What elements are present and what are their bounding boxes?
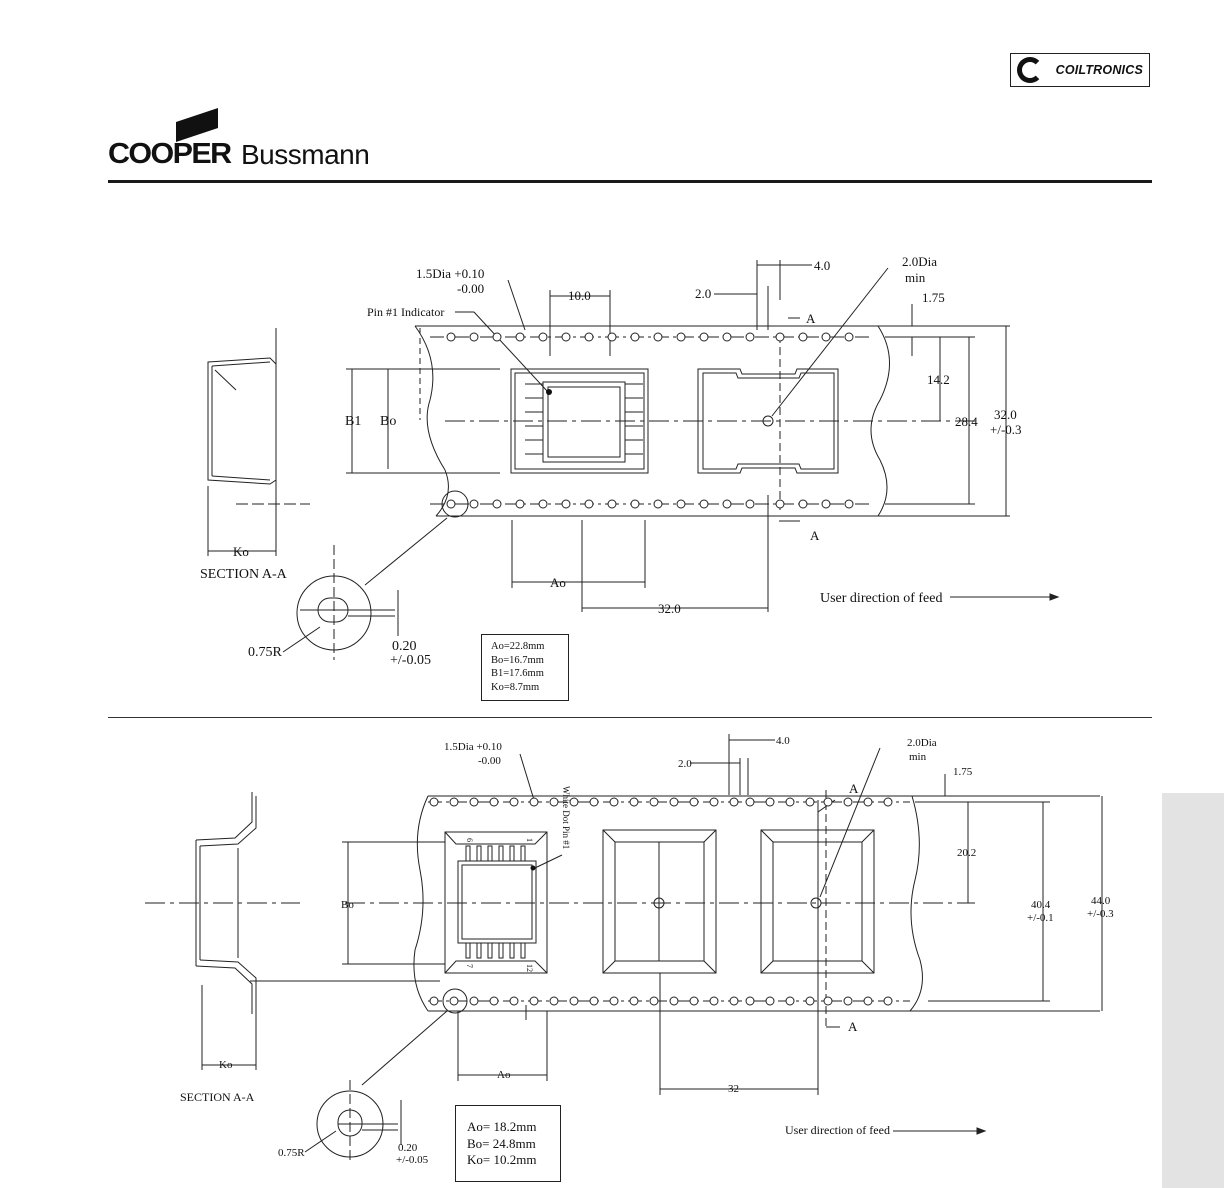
top-spec-box: Ao=22.8mm Bo=16.7mm B1=17.6mm Ko=8.7mm — [481, 634, 569, 701]
top-dim-284: 28.4 — [955, 414, 978, 429]
bottom-ko-label: Ko — [219, 1059, 233, 1071]
bottom-pin7: 7 — [465, 964, 474, 968]
top-tape-drawing: 1.5Dia +0.10 -0.00 Pin #1 Indicator 10.0… — [200, 254, 1060, 668]
coiltronics-logo: COILTRONICS — [1010, 53, 1150, 87]
bottom-thick-label: 0.20 — [398, 1142, 418, 1154]
bottom-pin1: 1 — [525, 838, 534, 842]
bottom-pin6: 6 — [465, 838, 474, 842]
top-pitch-32: 32.0 — [658, 601, 681, 616]
top-pitch: 10.0 — [568, 288, 591, 303]
bottom-hole-dia: 1.5Dia +0.10 — [444, 741, 502, 753]
top-width-32: 32.0 — [994, 407, 1017, 422]
top-ao-label: Ao — [550, 575, 566, 590]
bussmann-wordmark: Bussmann — [241, 139, 370, 170]
top-spec-b1: B1=17.6mm — [491, 668, 544, 679]
top-section-a2: A — [810, 528, 820, 543]
top-sprocket-holes — [441, 332, 854, 518]
bottom-spec-bo: Bo= 24.8mm — [467, 1135, 536, 1151]
bottom-tape-drawing: 1.5Dia +0.10 -0.00 White Dot Pin #1 2.0 … — [145, 734, 1114, 1166]
top-pin1-dot-icon — [546, 389, 552, 395]
bottom-spec-ao: Ao= 18.2mm — [467, 1119, 537, 1134]
bottom-dim-4: 4.0 — [776, 735, 790, 747]
bottom-thick-tol: +/-0.05 — [396, 1154, 429, 1166]
top-bo-label: Bo — [380, 414, 396, 429]
bottom-width-44: 44.0 — [1091, 895, 1111, 907]
top-width-tol: +/-0.3 — [990, 422, 1022, 437]
top-hole-dia: 1.5Dia +0.10 — [416, 266, 484, 281]
top-radius-label: 0.75R — [248, 645, 283, 660]
top-dia-min: 2.0Dia — [902, 254, 937, 269]
bottom-dim-404: 40.4 — [1031, 899, 1051, 911]
cooper-wordmark: COOPER — [108, 138, 232, 170]
bottom-hole-tol: -0.00 — [478, 755, 501, 767]
top-spec-ko: Ko=8.7mm — [491, 681, 540, 693]
top-spec-bo: Bo=16.7mm — [491, 654, 544, 666]
top-section-a1: A — [806, 311, 816, 326]
bottom-radius-label: 0.75R — [278, 1147, 305, 1159]
top-dim-175: 1.75 — [922, 290, 945, 305]
bottom-dim-202: 20.2 — [957, 847, 976, 859]
bottom-dia-min-2: min — [909, 751, 927, 763]
top-dim-2: 2.0 — [695, 286, 711, 301]
top-thick-tol: +/-0.05 — [390, 653, 431, 668]
top-b1-label: B1 — [345, 414, 361, 429]
bottom-width-tol: +/-0.3 — [1087, 908, 1114, 920]
bottom-bo-label: Bo — [341, 899, 354, 911]
bottom-white-dot: White Dot Pin #1 — [561, 786, 571, 849]
coiltronics-wordmark: COILTRONICS — [1055, 63, 1143, 77]
top-dim-142: 14.2 — [927, 372, 950, 387]
top-feed-label: User direction of feed — [820, 591, 942, 606]
bottom-pin1-dot-icon — [530, 865, 536, 871]
bottom-dia-min: 2.0Dia — [907, 737, 937, 749]
top-thick-label: 0.20 — [392, 639, 417, 654]
cooper-swoosh-icon — [176, 108, 218, 142]
coiltronics-mark-icon — [1017, 57, 1043, 83]
header-divider — [108, 180, 1152, 183]
bottom-feed-label: User direction of feed — [785, 1123, 890, 1137]
bottom-spec-box: Ao= 18.2mm Bo= 24.8mm Ko= 10.2mm — [455, 1105, 561, 1182]
bottom-spec-ko: Ko= 10.2mm — [467, 1152, 537, 1167]
top-pin-indicator: Pin #1 Indicator — [367, 305, 444, 319]
top-dim-4: 4.0 — [814, 258, 830, 273]
bottom-dim-404-tol: +/-0.1 — [1027, 912, 1054, 924]
bottom-dim-175: 1.75 — [953, 766, 973, 778]
top-hole-tol: -0.00 — [457, 281, 484, 296]
bottom-tape-outline — [413, 795, 1100, 1012]
bottom-ao-label: Ao — [497, 1069, 511, 1081]
top-section-title: SECTION A-A — [200, 567, 288, 582]
top-ko-label: Ko — [233, 544, 249, 559]
bottom-section-a1: A — [849, 781, 859, 796]
bottom-section-a2: A — [848, 1019, 858, 1034]
bottom-pin12: 12 — [525, 964, 534, 972]
bottom-sprocket-holes — [429, 797, 893, 1014]
bottom-pitch-32: 32 — [728, 1083, 739, 1095]
bottom-section-title: SECTION A-A — [180, 1090, 255, 1104]
bottom-dim-2: 2.0 — [678, 758, 692, 770]
cooper-bussmann-logo: COOPER Bussmann — [108, 108, 408, 170]
side-tab — [1162, 793, 1224, 1188]
section-divider — [108, 717, 1152, 718]
top-tape-outline — [414, 325, 1010, 517]
top-spec-ao: Ao=22.8mm — [491, 641, 545, 652]
top-dia-min-2: min — [905, 270, 926, 285]
